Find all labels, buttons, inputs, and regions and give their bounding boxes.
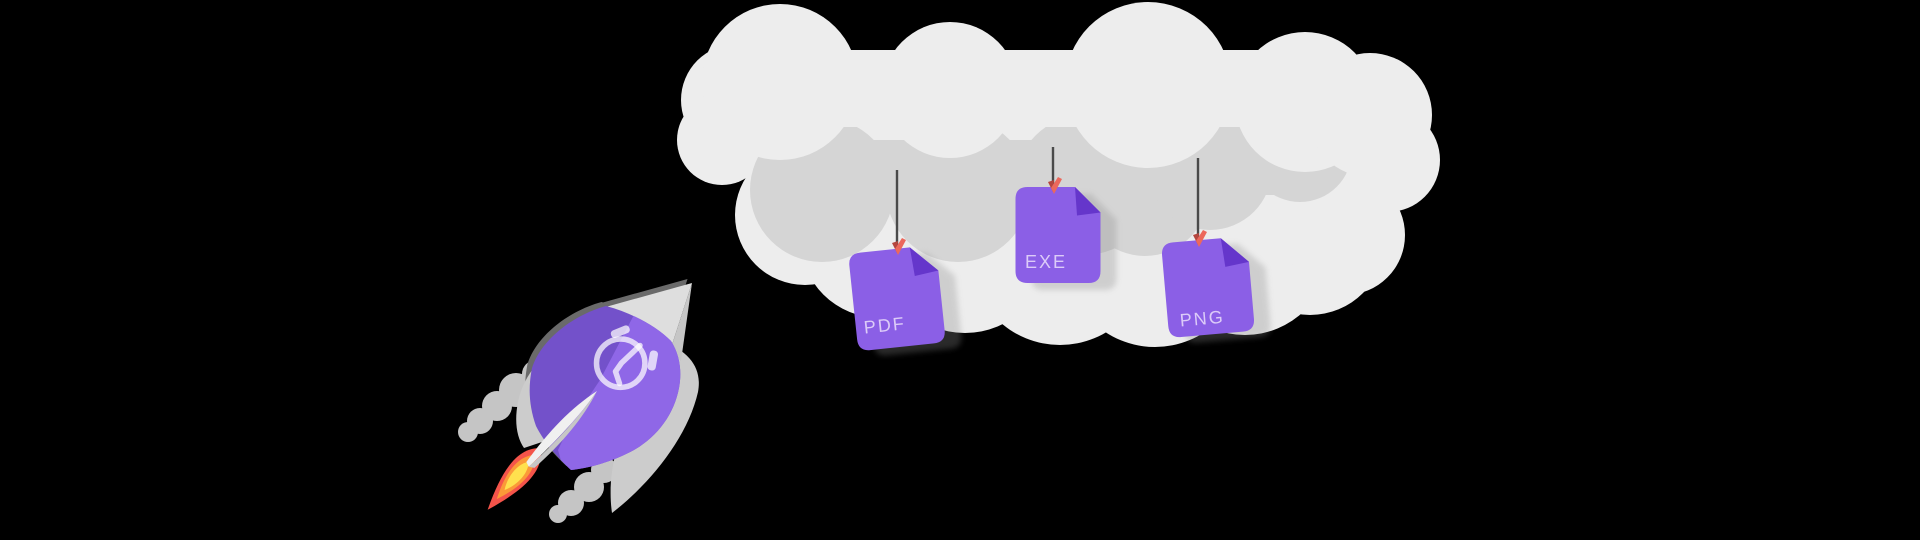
svg-text:PNG: PNG <box>1179 307 1226 331</box>
svg-text:PDF: PDF <box>863 313 907 337</box>
svg-text:EXE: EXE <box>1025 252 1067 272</box>
